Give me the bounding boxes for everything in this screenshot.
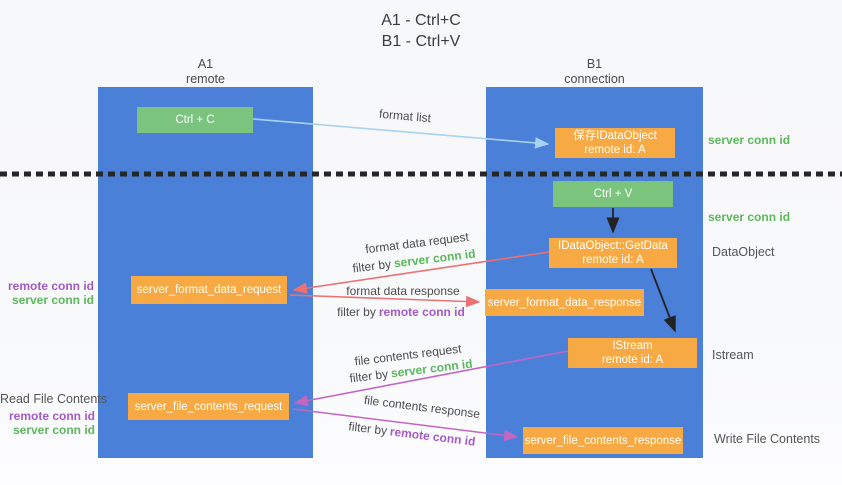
- node-ctrl-v: Ctrl + V: [553, 181, 673, 207]
- node-getdata-line2: remote id: A: [582, 254, 644, 266]
- lane-header-a1: A1 remote: [98, 57, 313, 87]
- side-label-server-conn-id-mid: server conn id: [708, 210, 791, 224]
- node-save-idataobject-line2: remote id: A: [584, 144, 646, 156]
- node-istream-line2: remote id: A: [601, 354, 664, 366]
- node-ctrl-c: Ctrl + C: [137, 107, 253, 133]
- filter-by-text: filter by: [337, 305, 376, 319]
- side-label-write-file-contents: Write File Contents: [714, 432, 821, 446]
- node-save-idataobject-line1: 保存IDataObject: [573, 130, 657, 142]
- edge-label-format-data-response: format data response: [346, 284, 460, 298]
- arrow-format-data-response: [289, 294, 481, 308]
- node-format-request-label: server_format_data_request: [136, 284, 282, 296]
- arrow-format-data-request: [292, 251, 550, 294]
- title-line-2: B1 - Ctrl+V: [381, 33, 461, 50]
- node-server-file-contents-response: server_file_contents_response: [523, 427, 683, 454]
- side-label-server-conn-id-top: server conn id: [708, 133, 791, 147]
- node-istream-line1: IStream: [612, 340, 653, 352]
- arrow-format-list: [252, 118, 550, 149]
- arrow-getdata-to-istream: [650, 268, 676, 333]
- node-save-idataobject: 保存IDataObject remote id: A: [555, 128, 675, 158]
- lane-a1-subtitle: remote: [186, 72, 225, 86]
- node-getdata-line1: IDataObject::GetData: [558, 240, 668, 252]
- node-ctrl-v-label: Ctrl + V: [593, 188, 633, 200]
- lane-header-b1: B1 connection: [486, 57, 703, 87]
- arrow-file-contents-response: [292, 408, 519, 442]
- node-server-format-data-response: server_format_data_response: [485, 289, 644, 316]
- side-label-left-mid-server-conn-id: server conn id: [11, 293, 94, 307]
- node-server-format-data-request: server_format_data_request: [131, 276, 287, 304]
- node-server-file-contents-request: server_file_contents_request: [128, 393, 289, 420]
- side-label-left-bottom-server-conn-id: server conn id: [12, 423, 95, 437]
- diagram-title: A1 - Ctrl+C B1 - Ctrl+V: [0, 10, 842, 52]
- node-ctrl-c-label: Ctrl + C: [175, 114, 215, 126]
- node-format-response-label: server_format_data_response: [487, 296, 642, 309]
- node-file-request-label: server_file_contents_request: [134, 400, 283, 413]
- remote-conn-id-text: remote conn id: [378, 305, 465, 319]
- arrow-file-contents-request: [293, 350, 569, 407]
- lane-a1-name: A1: [197, 57, 214, 71]
- side-label-istream: Istream: [712, 348, 754, 362]
- side-label-read-file-contents: Read File Contents: [0, 392, 108, 406]
- side-label-left-bottom-remote-conn-id: remote conn id: [8, 409, 95, 423]
- node-istream: IStream remote id: A: [568, 338, 697, 368]
- lane-b1-subtitle: connection: [564, 72, 625, 86]
- node-idataobject-getdata: IDataObject::GetData remote id: A: [549, 238, 677, 268]
- node-file-response-label: server_file_contents_response: [524, 434, 682, 447]
- title-line-1: A1 - Ctrl+C: [381, 12, 461, 29]
- lane-b1-name: B1: [586, 57, 603, 71]
- side-label-dataobject: DataObject: [712, 245, 775, 259]
- side-label-left-mid-remote-conn-id: remote conn id: [7, 279, 94, 293]
